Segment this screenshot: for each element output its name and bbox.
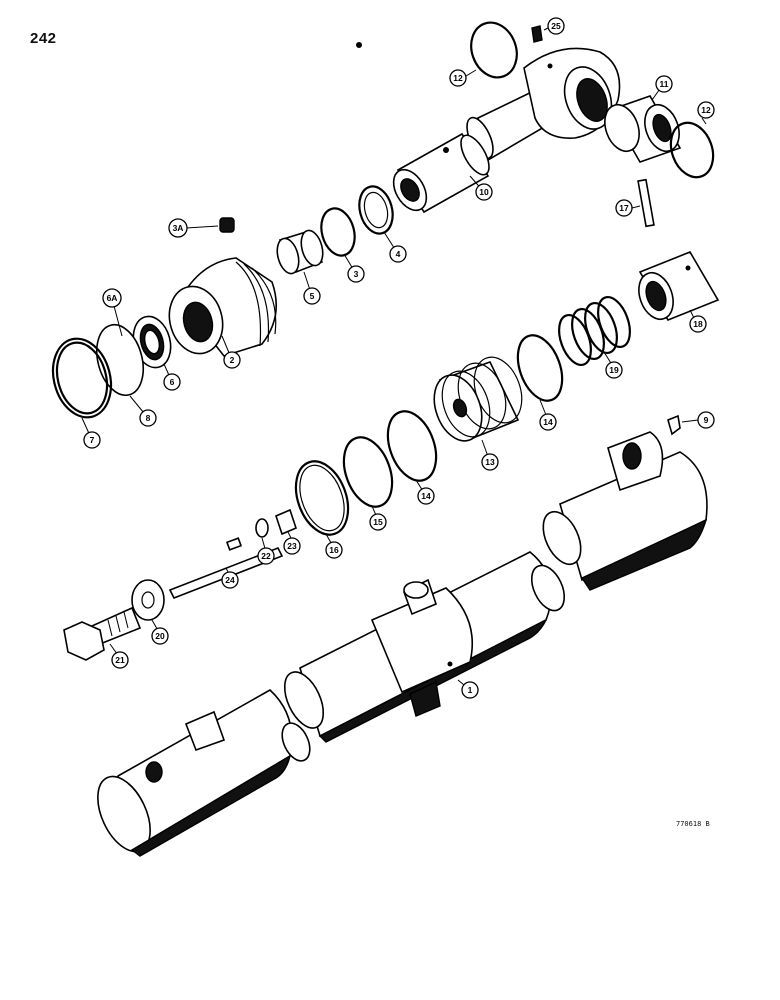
callout-20: 20 <box>151 619 169 645</box>
washer-22 <box>255 518 269 538</box>
callout-19: 19 <box>603 351 623 379</box>
page-number: 242 <box>30 30 57 47</box>
callout-label: 22 <box>261 551 271 561</box>
callout-17: 17 <box>615 199 641 217</box>
callout-label: 15 <box>373 517 383 527</box>
callout-11: 11 <box>651 75 673 101</box>
callout-label: 25 <box>551 21 561 31</box>
ring-14a <box>516 334 564 402</box>
callout-label: 6 <box>170 377 175 387</box>
callout-6A: 6A <box>102 288 123 337</box>
callout-13: 13 <box>481 439 499 471</box>
grease-fitting-25 <box>531 25 543 43</box>
callout-label: 1 <box>468 685 473 695</box>
roll-pin-17 <box>637 178 655 228</box>
callout-4: 4 <box>383 231 407 263</box>
callout-2: 2 <box>221 335 241 369</box>
callout-label: 5 <box>310 291 315 301</box>
plug-3A <box>219 217 235 233</box>
piston-rod-eye <box>466 47 621 162</box>
callout-14b: 14 <box>415 479 435 505</box>
bolt-21 <box>63 606 142 661</box>
callout-10: 10 <box>469 175 493 201</box>
callout-label: 14 <box>421 491 431 501</box>
callout-8: 8 <box>129 395 157 427</box>
o-ring-7 <box>51 337 113 419</box>
wear-ring-5 <box>276 229 324 275</box>
mark-dot <box>356 42 362 48</box>
cylinder-barrel-1 <box>97 431 708 857</box>
callout-label: 14 <box>543 417 553 427</box>
spring-19 <box>558 296 631 366</box>
callout-23: 23 <box>283 531 301 555</box>
callout-label: 12 <box>701 105 711 115</box>
cylinder-head-2 <box>168 257 278 357</box>
callout-label: 3 <box>354 269 359 279</box>
callout-label: 6A <box>107 293 118 303</box>
callout-25: 25 <box>543 17 565 35</box>
snap-ring-12a <box>470 21 518 79</box>
stop-tube-18 <box>638 251 720 321</box>
callout-14a: 14 <box>539 399 557 431</box>
callout-16: 16 <box>325 533 343 559</box>
callout-24: 24 <box>221 567 239 589</box>
callout-3: 3 <box>343 253 365 283</box>
callout-label: 8 <box>146 413 151 423</box>
washer-20 <box>131 579 165 621</box>
callout-7: 7 <box>81 417 101 449</box>
callout-12b: 12 <box>697 101 715 125</box>
callout-label: 7 <box>90 435 95 445</box>
piston-13 <box>433 356 523 442</box>
callout-label: 11 <box>660 79 669 89</box>
callout-label: 13 <box>485 457 495 467</box>
callout-label: 18 <box>693 319 703 329</box>
callout-label: 20 <box>155 631 165 641</box>
callout-label: 9 <box>704 415 709 425</box>
callout-label: 16 <box>329 545 339 555</box>
callout-label: 17 <box>619 203 629 213</box>
callout-15: 15 <box>369 505 387 531</box>
callout-5: 5 <box>303 271 321 305</box>
callout-12a: 12 <box>449 69 477 87</box>
callout-22: 22 <box>257 537 275 565</box>
callout-6: 6 <box>163 363 181 391</box>
callout-1: 1 <box>457 679 479 699</box>
rod-tube-10 <box>392 132 490 214</box>
seal-6 <box>132 315 172 369</box>
snap-ring-12b <box>669 121 715 179</box>
callout-18: 18 <box>689 309 707 333</box>
callout-3A: 3A <box>168 218 219 238</box>
ring-14b <box>386 410 438 482</box>
callout-label: 12 <box>453 73 463 83</box>
ring-4 <box>358 185 394 235</box>
callout-label: 23 <box>287 541 297 551</box>
callout-label: 3A <box>173 223 184 233</box>
callout-9: 9 <box>681 411 715 429</box>
ring-15 <box>342 436 394 508</box>
figure-code: 770618 B <box>676 820 710 828</box>
bleeder-9 <box>667 414 681 436</box>
nut-23 <box>275 508 297 536</box>
callout-label: 4 <box>396 249 401 259</box>
callout-21: 21 <box>109 643 129 669</box>
callout-label: 10 <box>479 187 489 197</box>
callout-label: 19 <box>609 365 619 375</box>
ring-16 <box>294 460 350 536</box>
callout-label: 24 <box>225 575 235 585</box>
backup-ring-8 <box>95 323 145 397</box>
callout-label: 21 <box>115 655 125 665</box>
callout-label: 2 <box>230 355 235 365</box>
